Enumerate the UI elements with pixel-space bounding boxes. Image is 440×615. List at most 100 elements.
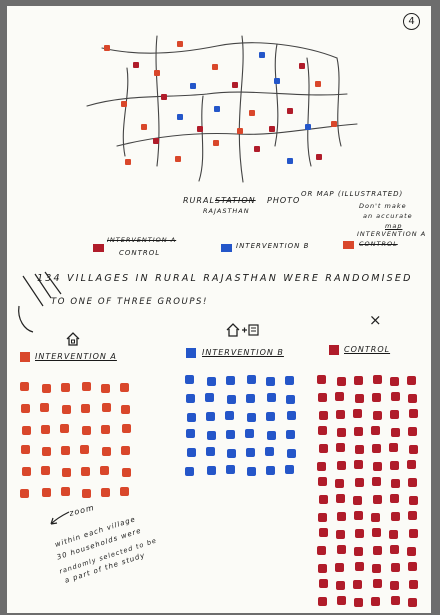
village-square-intervention-b	[207, 377, 216, 386]
village-square-control	[354, 547, 363, 556]
village-square-control	[391, 428, 400, 437]
village-square-control	[317, 375, 326, 384]
village-square-control	[318, 393, 327, 402]
village-square-control	[353, 580, 362, 589]
group-a-swatch	[20, 352, 30, 362]
map-marker-a	[104, 45, 110, 51]
village-square-intervention-a	[121, 446, 130, 455]
village-square-intervention-b	[226, 430, 235, 439]
village-square-intervention-a	[101, 488, 110, 497]
village-square-intervention-a	[22, 467, 31, 476]
caption-note-1: Don't make	[359, 202, 407, 210]
village-square-intervention-a	[40, 403, 49, 412]
village-square-control	[390, 377, 399, 386]
village-square-intervention-b	[266, 412, 275, 421]
village-square-intervention-b	[186, 429, 195, 438]
village-square-control	[336, 581, 345, 590]
village-square-control	[335, 563, 344, 572]
map-marker-a	[133, 62, 139, 68]
village-square-control	[408, 478, 417, 487]
map-marker-b	[305, 124, 311, 130]
village-square-intervention-a	[20, 382, 29, 391]
village-square-intervention-b	[185, 467, 194, 476]
village-square-control	[354, 427, 363, 436]
village-square-intervention-a	[120, 383, 129, 392]
caption-note-3: map	[385, 222, 402, 230]
village-square-control	[318, 564, 327, 573]
village-square-intervention-a	[102, 403, 111, 412]
legend-intervention-a: INTERVENTION A	[357, 230, 426, 238]
map-marker-a	[213, 140, 219, 146]
map-marker-c	[232, 82, 238, 88]
caption-rural: RURAL	[183, 196, 215, 205]
village-square-intervention-a	[121, 405, 130, 414]
village-square-control	[407, 547, 416, 556]
village-square-intervention-a	[60, 424, 69, 433]
village-square-intervention-b	[287, 449, 296, 458]
village-square-control	[408, 511, 417, 520]
village-square-intervention-b	[286, 395, 295, 404]
village-square-intervention-b	[286, 430, 295, 439]
village-square-intervention-b	[267, 431, 276, 440]
map-marker-c	[299, 63, 305, 69]
group-a-label: INTERVENTION A	[35, 352, 117, 361]
map-marker-a	[237, 128, 243, 134]
sketch-page: 4	[7, 6, 431, 613]
village-square-control	[407, 376, 416, 385]
house-icon	[65, 331, 81, 347]
village-square-control	[355, 445, 364, 454]
village-square-intervention-b	[205, 393, 214, 402]
village-square-intervention-b	[247, 467, 256, 476]
village-square-intervention-b	[226, 376, 235, 385]
village-square-control	[389, 530, 398, 539]
village-square-intervention-b	[206, 447, 215, 456]
map-marker-a	[177, 41, 183, 47]
village-square-intervention-a	[81, 467, 90, 476]
village-square-control	[372, 444, 381, 453]
village-square-intervention-a	[42, 488, 51, 497]
map-marker-a	[315, 81, 321, 87]
headline-line-1: 134 VILLAGES IN RURAL RAJASTHAN WERE RAN…	[37, 273, 413, 284]
village-square-intervention-a	[22, 426, 31, 435]
village-square-control	[355, 478, 364, 487]
village-square-control	[390, 581, 399, 590]
village-square-intervention-a	[82, 382, 91, 391]
village-square-intervention-a	[102, 447, 111, 456]
village-square-intervention-a	[82, 489, 91, 498]
map-marker-a	[125, 159, 131, 165]
village-square-control	[354, 511, 363, 520]
village-square-control	[336, 494, 345, 503]
group-c-label: CONTROL	[344, 345, 390, 354]
village-square-intervention-a	[120, 487, 129, 496]
map-marker-b	[287, 158, 293, 164]
village-square-control	[354, 598, 363, 607]
village-square-intervention-b	[227, 395, 236, 404]
village-square-intervention-a	[101, 425, 110, 434]
village-square-intervention-b	[247, 375, 256, 384]
village-square-control	[318, 597, 327, 606]
village-square-control	[390, 410, 399, 419]
village-square-control	[355, 529, 364, 538]
village-square-intervention-b	[207, 466, 216, 475]
village-square-control	[391, 392, 400, 401]
map-marker-b	[177, 114, 183, 120]
village-square-intervention-b	[226, 465, 235, 474]
village-square-control	[336, 410, 345, 419]
village-square-control	[390, 494, 399, 503]
village-square-control	[389, 443, 398, 452]
village-square-intervention-b	[266, 377, 275, 386]
village-square-control	[335, 392, 344, 401]
village-square-intervention-b	[285, 376, 294, 385]
village-square-control	[371, 513, 380, 522]
village-square-intervention-a	[62, 468, 71, 477]
group-b-label: INTERVENTION B	[202, 348, 284, 357]
village-square-intervention-b	[246, 448, 255, 457]
village-square-intervention-b	[206, 412, 215, 421]
map-marker-b	[214, 106, 220, 112]
village-square-intervention-a	[101, 384, 110, 393]
village-square-control	[373, 495, 382, 504]
map-marker-c	[161, 94, 167, 100]
village-square-control	[390, 545, 399, 554]
map-marker-a	[141, 124, 147, 130]
legend-control-struck: INTERVENTION A	[107, 236, 176, 244]
